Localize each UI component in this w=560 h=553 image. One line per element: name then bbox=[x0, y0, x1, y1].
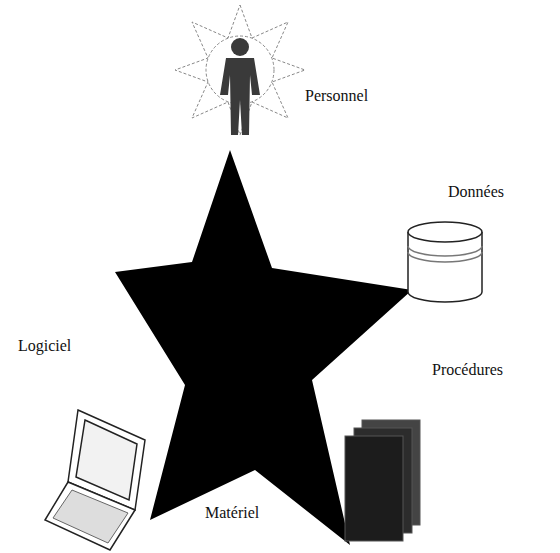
role-label: Procédures bbox=[432, 360, 503, 379]
document-stack-icon bbox=[345, 420, 420, 541]
laptop-icon bbox=[45, 410, 145, 550]
role-label: Données bbox=[448, 182, 504, 201]
sunburst bbox=[175, 5, 305, 135]
database-icon bbox=[408, 222, 482, 302]
star-shape bbox=[115, 150, 412, 545]
role-label: Logiciel bbox=[18, 336, 71, 355]
person-icon bbox=[220, 38, 260, 135]
role-label: Matériel bbox=[205, 503, 259, 522]
role-label: Personnel bbox=[305, 86, 368, 105]
